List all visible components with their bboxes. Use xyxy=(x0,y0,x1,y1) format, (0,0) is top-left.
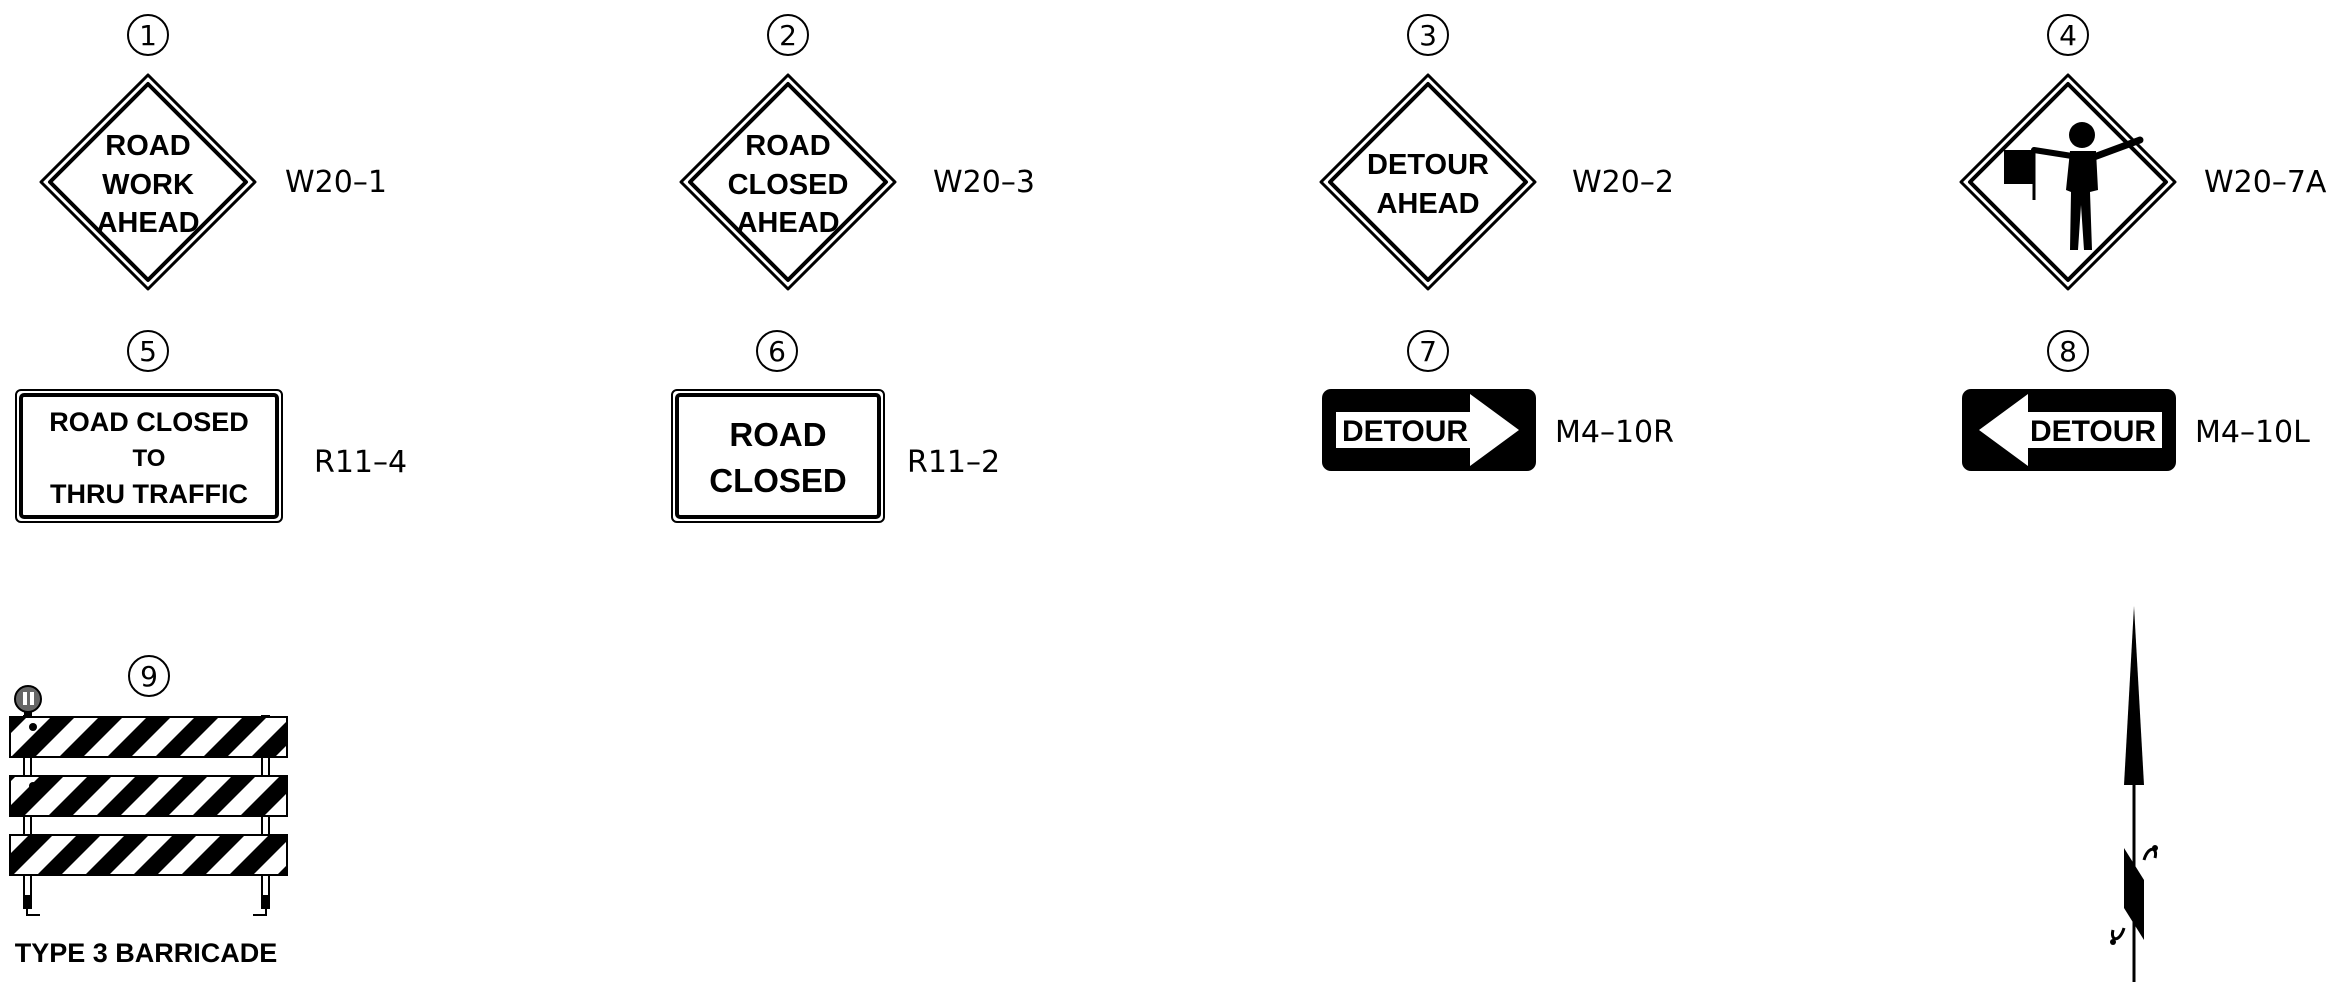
sign-line: ROAD CLOSED xyxy=(49,407,249,437)
sign-number-circle xyxy=(128,655,170,697)
sign-line: THRU TRAFFIC xyxy=(50,479,248,509)
sign-line: WORK xyxy=(102,169,194,201)
sign-4: 4 W20–7A xyxy=(1959,14,2327,291)
diamond-sign xyxy=(1959,73,2177,291)
rectangular-sign: ROAD CLOSED TO THRU TRAFFIC xyxy=(15,389,283,523)
sign-line: AHEAD xyxy=(1376,188,1479,220)
sign-number-circle xyxy=(1407,330,1449,372)
sign-code: W20–7A xyxy=(2204,165,2327,200)
sign-code: R11–4 xyxy=(314,445,407,480)
sign-line: AHEAD xyxy=(96,207,199,239)
barricade-icon xyxy=(9,685,288,916)
flagger-icon xyxy=(2004,122,2144,250)
diamond-sign: DETOUR AHEAD xyxy=(1319,73,1537,291)
sign-line: DETOUR xyxy=(2030,415,2156,448)
sign-number-circle xyxy=(2047,14,2089,56)
sign-number-circle xyxy=(756,330,798,372)
sign-number-circle xyxy=(767,14,809,56)
barricade-label: TYPE 3 BARRICADE xyxy=(15,938,278,968)
diamond-sign: ROAD CLOSED AHEAD xyxy=(679,73,897,291)
sign-code: W20–3 xyxy=(933,165,1035,200)
sign-6: 6 ROAD CLOSED R11–2 xyxy=(671,330,1000,523)
sign-number: 1 xyxy=(139,19,157,52)
rectangular-sign: ROAD CLOSED xyxy=(671,389,885,523)
sign-1: 1 ROAD WORK AHEAD W20–1 xyxy=(39,14,387,291)
sign-number: 2 xyxy=(779,19,797,52)
sign-line: DETOUR xyxy=(1367,149,1489,181)
sign-code: M4–10R xyxy=(1555,415,1674,450)
sign-number: 5 xyxy=(139,335,157,368)
sign-9: 9 xyxy=(9,655,288,968)
sign-2: 2 ROAD CLOSED AHEAD W20–3 xyxy=(679,14,1035,291)
sign-number-circle xyxy=(2047,330,2089,372)
north-arrow-icon xyxy=(2110,606,2158,982)
sign-code: W20–1 xyxy=(285,165,387,200)
sign-line: CLOSED xyxy=(728,169,849,201)
sign-number: 7 xyxy=(1419,335,1437,368)
arrow-left-icon xyxy=(1979,394,2162,466)
sign-number-circle xyxy=(127,330,169,372)
sign-code: R11–2 xyxy=(907,445,1000,480)
detour-sign: DETOUR xyxy=(1322,389,1536,471)
sign-line: ROAD xyxy=(745,130,830,162)
detour-sign: DETOUR xyxy=(1962,389,2176,471)
sign-code: M4–10L xyxy=(2195,415,2310,450)
sign-line: ROAD xyxy=(105,130,190,162)
sign-number: 8 xyxy=(2059,335,2077,368)
sign-line: TO xyxy=(133,445,166,472)
sign-line: ROAD xyxy=(729,416,826,453)
diamond-sign: ROAD WORK AHEAD xyxy=(39,73,257,291)
sign-5: 5 ROAD CLOSED TO THRU TRAFFIC R11–4 xyxy=(15,330,407,523)
sign-number: 6 xyxy=(768,335,786,368)
sign-code: W20–2 xyxy=(1572,165,1674,200)
sign-number: 9 xyxy=(140,660,158,693)
sign-number: 4 xyxy=(2059,19,2077,52)
sign-line: CLOSED xyxy=(709,462,847,499)
sign-number-circle xyxy=(127,14,169,56)
arrow-right-icon xyxy=(1336,394,1519,466)
sign-8: 8 DETOUR M4–10L xyxy=(1962,330,2310,471)
sign-number-circle xyxy=(1407,14,1449,56)
sign-3: 3 DETOUR AHEAD W20–2 xyxy=(1319,14,1674,291)
sign-number: 3 xyxy=(1419,19,1437,52)
sign-line: DETOUR xyxy=(1342,415,1468,448)
sign-line: AHEAD xyxy=(736,207,839,239)
warning-light-icon xyxy=(14,685,42,717)
sign-7: 7 DETOUR M4–10R xyxy=(1322,330,1674,471)
